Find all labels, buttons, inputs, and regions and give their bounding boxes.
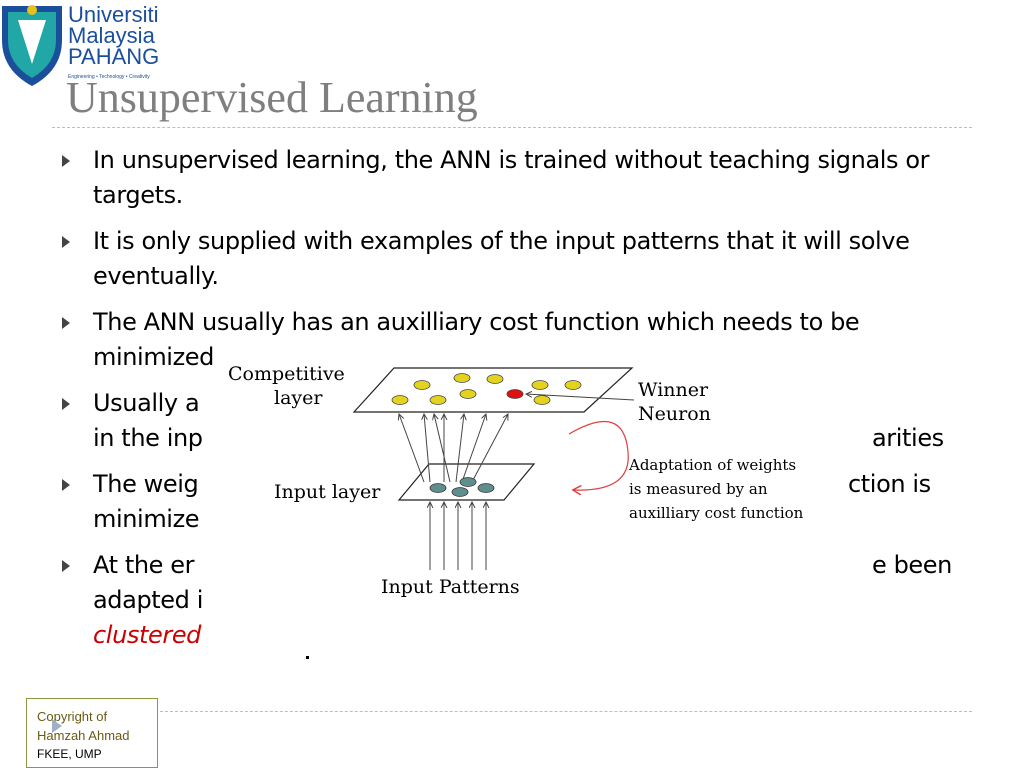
input-patterns-label: Input Patterns: [381, 576, 520, 598]
connection-arrows: [399, 414, 508, 483]
bullet-text: It is only supplied with examples of the…: [93, 227, 910, 290]
bullet-arrow-icon: [62, 479, 70, 491]
competitive-label: Competitive: [228, 363, 345, 385]
clustered-text: clustered: [93, 621, 202, 649]
feedback-arc-arrow: [568, 420, 629, 491]
footer-divider: [160, 711, 972, 712]
competitive-layer-plane: [352, 367, 634, 413]
bullet-item: It is only supplied with examples of the…: [62, 224, 962, 294]
logo-line-1: Universiti: [68, 2, 159, 27]
bullet-continuation: adapted i: [62, 583, 962, 618]
bullet-arrow-icon: [62, 317, 70, 329]
bullet-arrow-icon: [62, 155, 70, 167]
bullet-item: The weig ction is: [62, 467, 962, 502]
diagram-svg: Competitive layer Winner Neuron Input la…: [228, 363, 804, 598]
bullet-item: At the er e been: [62, 548, 962, 583]
bullet-list: In unsupervised learning, the ANN is tra…: [62, 143, 962, 664]
bullet-arrow-icon: [62, 398, 70, 410]
bullet-item: Usually a: [62, 386, 962, 421]
bullet-continuation: in the inp arities: [62, 421, 962, 456]
bullet-text-right: ction is: [848, 470, 931, 498]
bullet-text: minimize: [93, 505, 200, 533]
footer-arrow-icon: [52, 719, 62, 733]
bullet-continuation: clustered: [62, 618, 962, 653]
input-layer-label: Input layer: [274, 481, 381, 503]
logo-line-3: PAHANG: [68, 44, 160, 69]
stray-dot: [306, 656, 309, 659]
copyright-owner: Copyright of Hamzah Ahmad: [37, 707, 130, 745]
adaptation-label-1: Adaptation of weights: [628, 456, 796, 474]
input-pattern-arrows: [430, 502, 486, 570]
winner-label-2: Neuron: [638, 403, 711, 425]
logo-tagline: Engineering • Technology • Creativity: [68, 74, 150, 80]
bullet-arrow-icon: [62, 560, 70, 572]
bullet-text: in the inp: [93, 424, 203, 452]
copyright-box: Copyright of Hamzah Ahmad FKEE, UMP: [26, 698, 158, 768]
winner-label: Winner: [638, 379, 709, 401]
copyright-line-1: Copyright of: [37, 709, 108, 724]
winner-neuron: [506, 389, 524, 399]
bullet-text: The ANN usually has an auxilliary cost f…: [93, 308, 860, 371]
slide-title: Unsupervised Learning: [66, 73, 478, 122]
bullet-text: At the er: [93, 551, 195, 579]
adaptation-label-3: auxilliary cost function: [629, 504, 804, 522]
bullet-text: The weig: [93, 470, 199, 498]
input-neurons: [429, 477, 495, 497]
copyright-faculty: FKEE, UMP: [37, 747, 102, 761]
winner-pointer-arrow: [526, 394, 635, 401]
bullet-text-right: arities: [872, 424, 944, 452]
network-diagram: Competitive layer Winner Neuron Input la…: [224, 352, 828, 684]
logo-wordmark: Universiti Malaysia PAHANG: [68, 2, 160, 69]
bullet-text: Usually a: [93, 389, 200, 417]
bullet-arrow-icon: [62, 236, 70, 248]
competitive-neurons: [391, 373, 582, 405]
bullet-text: In unsupervised learning, the ANN is tra…: [93, 146, 930, 209]
copyright-line-2: Hamzah Ahmad: [37, 728, 130, 743]
bullet-continuation: minimize: [62, 502, 962, 537]
bullet-item: The ANN usually has an auxilliary cost f…: [62, 305, 962, 375]
bullet-text: adapted i: [93, 586, 203, 614]
adaptation-label-2: is measured by an: [629, 480, 768, 498]
bullet-text-right: e been: [872, 551, 952, 579]
title-divider: [52, 127, 972, 128]
shield-logo-icon: [2, 5, 62, 86]
competitive-label-2: layer: [274, 387, 323, 409]
bullet-item: In unsupervised learning, the ANN is tra…: [62, 143, 962, 213]
university-logo: Universiti Malaysia PAHANG Engineering •…: [0, 0, 190, 88]
logo-line-2: Malaysia: [68, 23, 155, 48]
